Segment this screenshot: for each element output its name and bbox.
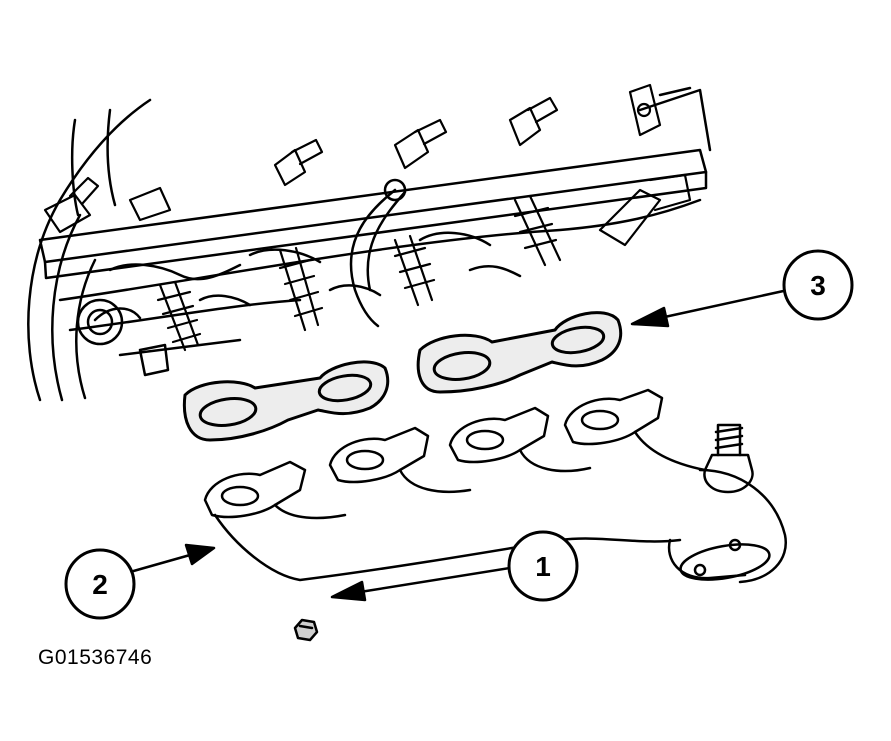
exhaust-manifold: [203, 388, 788, 584]
callout-leaders: [128, 288, 790, 602]
callout-label-1: 1: [535, 551, 551, 582]
figure-id: G01536746: [38, 646, 153, 669]
manifold-gasket: [182, 311, 623, 442]
cylinder-head: [27, 86, 712, 402]
callout-circle-3: [782, 249, 854, 321]
callout-label-2: 2: [92, 569, 108, 600]
callout-label-3: 3: [810, 270, 826, 301]
callout-circle-1: [507, 530, 579, 602]
bolt: [293, 618, 319, 642]
head-studs: [43, 83, 692, 352]
callout-circle-2: [64, 548, 136, 620]
